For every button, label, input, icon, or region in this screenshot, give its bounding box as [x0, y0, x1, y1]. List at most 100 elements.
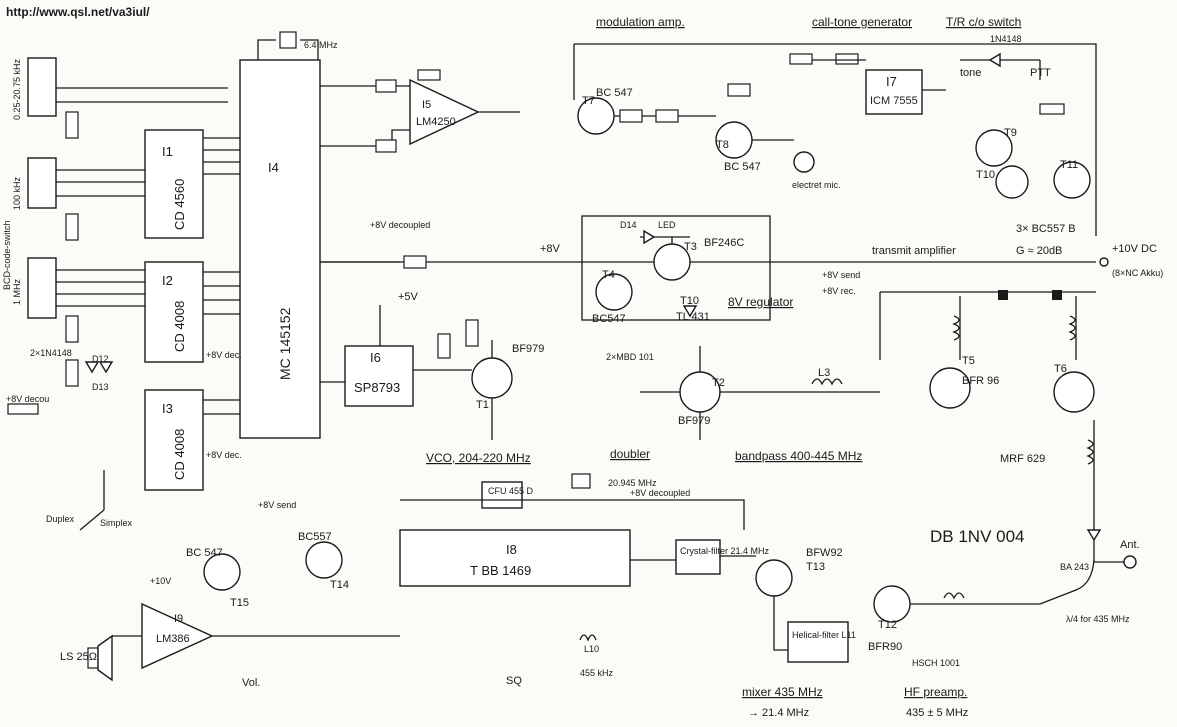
ic-I8: VCO, 204-220 MHz I8 T BB 1469 CFU 455 D …	[399, 451, 745, 687]
transistor-T1: T1 BF979	[437, 319, 544, 440]
mixer-title: mixer 435 MHz	[742, 685, 823, 699]
ic-I3-part: CD 4008	[172, 429, 187, 480]
send2-label: +8V send	[258, 500, 296, 510]
switch-top-range: 0.25-20.75 kHz	[12, 58, 22, 120]
T1-ref: T1	[476, 399, 489, 411]
ic-I7-ref: I7	[886, 74, 897, 89]
T14-ref: T14	[330, 579, 349, 591]
T9-ref: T9	[1004, 127, 1017, 139]
led-label: LED	[658, 220, 676, 230]
plus8-label: +8V	[540, 243, 561, 255]
d12d13-label: 2×1N4148	[30, 348, 72, 358]
audio-block: I9 LM386 LS 25Ω Vol. +10V BC 547 T15 BC5…	[60, 500, 400, 689]
T15-ref: T15	[230, 597, 249, 609]
design-label: DB 1NV 004	[930, 527, 1025, 546]
T8-part: BC 547	[724, 161, 761, 173]
T14-part: BC557	[298, 531, 332, 543]
T6-part: MRF 629	[1000, 453, 1045, 465]
mixer-out: → 21.4 MHz	[748, 707, 809, 719]
T6-ref: T6	[1054, 363, 1067, 375]
T10r-part: TL 431	[676, 311, 710, 323]
tone-label: tone	[960, 67, 981, 79]
crystal-freq: 6.4 MHz	[304, 40, 338, 50]
modulation-title: modulation amp.	[596, 15, 685, 29]
T15-part: BC 547	[186, 547, 223, 559]
vco-title: VCO, 204-220 MHz	[426, 451, 531, 465]
led-ref: D14	[620, 220, 637, 230]
crystal-6.4mhz: 6.4 MHz	[257, 31, 338, 60]
source-url[interactable]: http://www.qsl.net/va3iul/	[6, 5, 150, 19]
T3-part: BF246C	[704, 237, 744, 249]
diodes-label: 2×MBD 101	[606, 352, 654, 362]
ptt-label: PTT	[1030, 67, 1051, 79]
ba243-label: BA 243	[1060, 562, 1089, 572]
plus10v-label: +10V	[150, 576, 171, 586]
decoupled2-label: +8V decoupled	[630, 488, 690, 498]
plus8ant-label: +8V decou	[6, 394, 49, 404]
bandpass-filter: L3 bandpass 400-445 MHz	[735, 367, 880, 463]
ic-I4: I4 MC 145152	[203, 59, 400, 439]
diodes-D12-D13: D12 D13 2×1N4148	[30, 348, 114, 392]
calltone-title: call-tone generator	[812, 15, 912, 29]
send-label: +8V send	[822, 270, 860, 280]
ic-I7: call-tone generator I7 ICM 7555	[789, 15, 946, 115]
ic-I1-part: CD 4560	[172, 179, 187, 230]
ic-I6-ref: I6	[370, 350, 381, 365]
rail-8v-decoupled: +8V decoupled +8V	[320, 220, 1096, 269]
transistor-T2: T2 BF979 doubler 2×MBD 101	[606, 346, 760, 461]
T8-ref: T8	[716, 139, 729, 151]
hsch-label: HSCH 1001	[912, 658, 960, 668]
ic-I8-part: T BB 1469	[470, 563, 531, 578]
ic-I4-ref: I4	[268, 160, 279, 175]
I3-dec-label: +8V dec.	[206, 450, 242, 460]
tr-title: T/R c/o switch	[946, 15, 1021, 29]
ic-I6-part: SP8793	[354, 380, 400, 395]
xfilter-label: Crystal-filter 21.4 MHz	[680, 546, 770, 556]
T13-ref: T13	[806, 561, 825, 573]
tr-switch-block: T/R c/o switch 1N4148 tone PTT T9 T10 T1…	[946, 15, 1091, 235]
antenna-output: Ant. BA 243	[1060, 520, 1140, 572]
xtal2-label: 20.945 MHz	[608, 478, 657, 488]
T7-part: BC 547	[596, 87, 633, 99]
ifreq-label: 455 kHz	[580, 668, 614, 678]
transmit-title: transmit amplifier	[872, 245, 956, 257]
rec-label: +8V rec.	[822, 286, 856, 296]
akku-label: (8×NC Akku)	[1112, 268, 1163, 278]
transmit-amp-block: transmit amplifier G ≈ 20dB +8V send +8V…	[822, 245, 1096, 520]
hf-range: 435 ± 5 MHz	[906, 707, 968, 719]
plus10-label: +10V DC	[1112, 243, 1157, 255]
ic-I5: I5 LM4250	[360, 69, 520, 153]
gain-label: G ≈ 20dB	[1016, 245, 1062, 257]
ic-I2-part: CD 4008	[172, 301, 187, 352]
ic-I9-ref: I9	[174, 613, 183, 625]
simplex-label: Simplex	[100, 518, 133, 528]
hf-preamp-block: T12 BFR90 λ/4 for 435 MHz HSCH 1001 HF p…	[868, 559, 1130, 719]
mic-label: electret mic.	[792, 180, 841, 190]
I2-dec-label: +8V dec.	[206, 350, 242, 360]
T11-ref: T11	[1060, 159, 1078, 171]
ic-I8-ref: I8	[506, 542, 517, 557]
ic-I7-part: ICM 7555	[870, 95, 918, 107]
d12-label: D12	[92, 354, 109, 364]
regulator-title: 8V regulator	[728, 295, 793, 309]
ic-I3: I3 CD 4008	[144, 389, 204, 491]
bcd-switch-block: 0.25-20.75 kHz 100 kHz 1 MHz BCD-code-sw…	[2, 57, 228, 387]
T7-ref: T7	[582, 95, 595, 107]
doubler-title: doubler	[610, 447, 650, 461]
T9-part: 3× BC557 B	[1016, 223, 1076, 235]
modulation-amp-block: modulation amp. T7 BC 547 T8 BC 547 elec…	[573, 15, 1097, 236]
ic-I6: I6 SP8793 +5V	[344, 291, 440, 407]
duplex-switch: Duplex Simplex +8V decou	[6, 394, 133, 531]
L10-label: L10	[584, 644, 599, 654]
ic-I1-ref: I1	[162, 144, 173, 159]
ic-I2-ref: I2	[162, 273, 173, 288]
duplex-label: Duplex	[46, 514, 75, 524]
ic-I4-part: MC 145152	[277, 307, 293, 380]
T12-part: BFR90	[868, 641, 902, 653]
helical-label: Helical-filter L11	[792, 630, 856, 640]
coax-label: λ/4 for 435 MHz	[1066, 614, 1130, 624]
ic-I3-ref: I3	[162, 401, 173, 416]
tone-diode: 1N4148	[990, 34, 1022, 44]
